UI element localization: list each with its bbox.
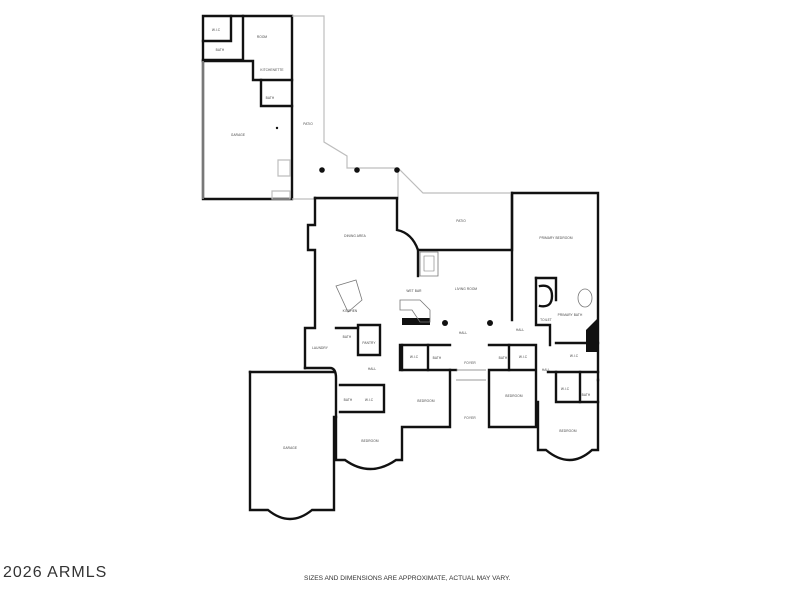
- room-label: Laundry: [312, 346, 328, 350]
- room-label: W.I.C: [569, 354, 579, 358]
- room-label: W.I.C: [560, 387, 570, 391]
- room-label: Hall: [541, 368, 551, 372]
- patio-outline: [292, 15, 510, 200]
- room-label: Bedroom: [505, 394, 523, 398]
- guest-garage-block: [201, 14, 294, 201]
- main-house-walls: [248, 191, 600, 521]
- room-label: Bath: [215, 48, 225, 52]
- room-label: Bath: [343, 398, 353, 402]
- room-label: Patio: [303, 122, 313, 126]
- room-label: Patio: [456, 219, 466, 223]
- room-label: Garage: [282, 446, 298, 450]
- room-label: Pantry: [362, 341, 376, 345]
- fixtures: [335, 251, 593, 381]
- room-label: Bath: [498, 356, 508, 360]
- room-label: Hall: [515, 328, 525, 332]
- room-label: Primary Bedroom: [539, 236, 573, 240]
- room-label: W.I.C: [364, 398, 374, 402]
- room-label: Wet Bar: [406, 289, 422, 293]
- room-label: W.I.C: [409, 355, 419, 359]
- room-label: Dining Area: [344, 234, 366, 238]
- room-label: Toilet: [540, 318, 552, 322]
- room-label: Foyer: [464, 361, 476, 365]
- room-label: Bath: [265, 96, 275, 100]
- room-label: Room: [256, 35, 268, 39]
- room-label: Foyer: [464, 416, 476, 420]
- room-label: Garage: [230, 133, 246, 137]
- disclaimer-text: SIZES AND DIMENSIONS ARE APPROXIMATE, AC…: [304, 575, 511, 582]
- room-label: Bath: [342, 335, 352, 339]
- room-label: Bedroom: [361, 439, 379, 443]
- room-label: Bath: [581, 393, 591, 397]
- room-label: Kitchenette: [260, 68, 284, 72]
- room-label: W.I.C: [518, 355, 528, 359]
- room-label: Bedroom: [417, 399, 435, 403]
- room-label: W.I.C: [211, 28, 221, 32]
- room-label: Kitchen: [342, 309, 358, 313]
- room-label: Primary Bath: [557, 313, 583, 317]
- copyright-watermark: 2026 ARMLS: [3, 564, 108, 581]
- room-label: Bedroom: [559, 429, 577, 433]
- room-label: Bath: [432, 356, 442, 360]
- room-label: Living Room: [454, 287, 478, 291]
- room-label: Hall: [367, 367, 377, 371]
- room-label: Hall: [458, 331, 468, 335]
